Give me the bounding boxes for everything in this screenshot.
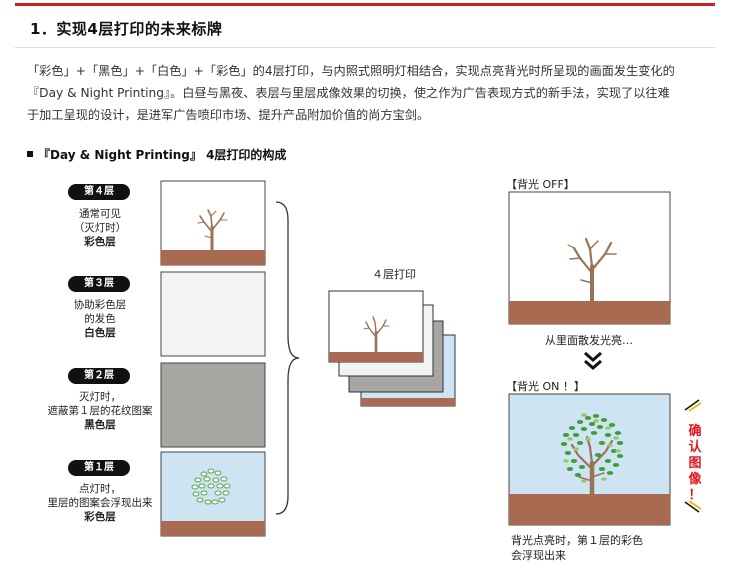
title-accent-bar [15, 3, 715, 6]
bare-tree-icon [197, 209, 228, 252]
backlight-off-caption: 从里面散发光亮… [545, 334, 633, 347]
leafy-tree-icon [560, 413, 624, 497]
section-heading: 『Day & Night Printing』 4层打印的构成 [27, 146, 286, 163]
section-heading-text: 『Day & Night Printing』 4层打印的构成 [38, 148, 287, 162]
confirm-char-1: 确 [688, 424, 702, 439]
intro-line-1: 「彩色」+「黑色」+「白色」+「彩色」的4层打印，与内照式照明灯相结合，实现点亮… [27, 64, 675, 78]
layer-3-panel [160, 271, 266, 357]
backlight-on-panel [508, 393, 671, 526]
layer-3-description: 协助彩色层 的发色 白色层 [40, 298, 160, 340]
confirm-image-callout: 确 认 图 像 ！ [687, 424, 703, 504]
backlight-on-caption-line-2: 会浮现出来 [511, 549, 566, 562]
ground-strip [509, 301, 670, 324]
leaf-cluster [560, 414, 624, 477]
backlight-on-label: 【背光 ON ！】 [506, 380, 585, 393]
double-chevron-down-icon [584, 351, 602, 370]
intro-line-3: 于加工呈现的设计，是进军广告喷印市场、提升产品附加价值的尚方宝剑。 [27, 108, 430, 122]
layer-1-name: 彩色层 [84, 511, 116, 523]
layer-1-line-2: 里层的图案会浮现出来 [47, 497, 153, 509]
page-title: 1．实现4层打印的未来标牌 [30, 20, 223, 38]
layer-2-description: 灭灯时， 遮蔽第１层的花纹图案 黑色层 [40, 390, 160, 432]
square-bullet-icon [27, 151, 33, 157]
ground-strip [509, 494, 670, 525]
stack-label: ４层打印 [372, 268, 416, 281]
layer-1-line-1: 点灯时， [79, 483, 121, 495]
ground-strip [161, 250, 265, 265]
confirm-char-3: 图 [688, 456, 702, 471]
layer-4-name: 彩色层 [84, 236, 116, 248]
layer-2-tag: 第２层 [68, 368, 130, 384]
layer-1-panel [160, 451, 266, 537]
layer-2-line-1: 灭灯时， [79, 391, 121, 403]
layer-panels [160, 180, 266, 537]
stack-layer-4 [328, 290, 424, 363]
grouping-brace [275, 201, 300, 515]
emphasis-marks-bottom-icon [684, 500, 702, 513]
layer-stack [328, 290, 456, 407]
backlight-off-panel [508, 191, 671, 325]
backlight-off-label: 【背光 OFF】 [506, 178, 575, 191]
layer-3-line-2: 的发色 [84, 313, 116, 325]
confirm-char-4: 像 [688, 472, 702, 487]
backlight-on-caption: 背光点亮时，第１层的彩色 会浮现出来 [511, 533, 643, 563]
layer-3-name: 白色层 [84, 327, 116, 339]
intro-line-2: 『Day & Night Printing』。白昼与黑夜、表层与里层成像效果的切… [27, 86, 670, 100]
layer-2-line-2: 遮蔽第１层的花纹图案 [47, 405, 153, 417]
layer-2-name: 黑色层 [84, 419, 116, 431]
layer-1-tag: 第１层 [68, 460, 130, 476]
layer-4-tag: 第４层 [68, 184, 130, 200]
intro-paragraph: 「彩色」+「黑色」+「白色」+「彩色」的4层打印，与内照式照明灯相结合，实现点亮… [27, 60, 717, 126]
confirm-char-2: 认 [688, 440, 702, 455]
bare-tree-icon [567, 237, 617, 303]
layer-3-tag: 第３层 [68, 276, 130, 292]
layer-2-panel [160, 362, 266, 448]
leaf-pattern-icon [191, 468, 231, 505]
emphasis-marks-top-icon [684, 399, 702, 412]
layer-1-description: 点灯时， 里层的图案会浮现出来 彩色层 [40, 482, 160, 524]
layer-3-line-1: 协助彩色层 [73, 299, 127, 311]
layer-4-description: 通常可见 （灭灯时） 彩色层 [40, 207, 160, 249]
ground-strip [161, 521, 265, 536]
layer-4-line-2: （灭灯时） [73, 222, 127, 234]
bare-tree-icon [363, 316, 390, 354]
leaf-cluster-light [563, 413, 621, 483]
layer-4-panel [160, 180, 266, 266]
title-divider [15, 47, 715, 48]
backlight-on-caption-line-1: 背光点亮时，第１层的彩色 [511, 534, 643, 547]
confirm-char-5: ！ [688, 488, 702, 503]
layer-4-line-1: 通常可见 [79, 208, 121, 220]
